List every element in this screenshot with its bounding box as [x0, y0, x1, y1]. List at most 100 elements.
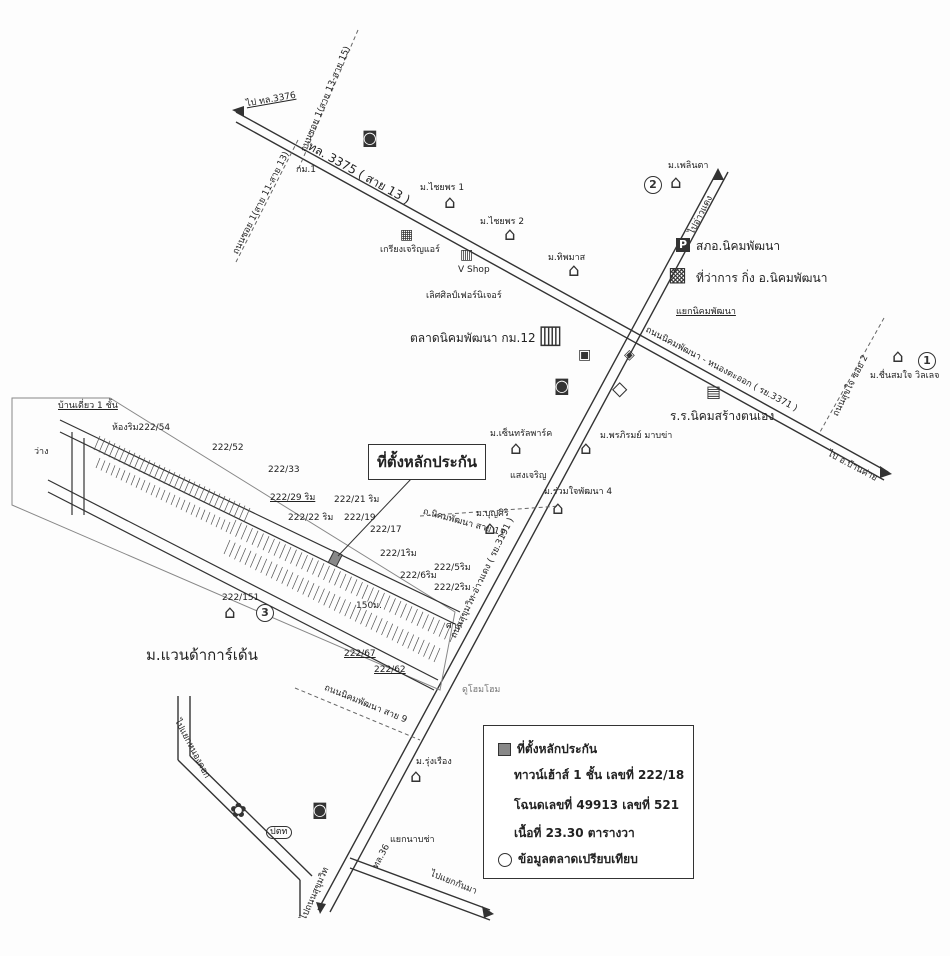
townhouse-unit-line	[360, 610, 367, 625]
townhouse-unit-line	[334, 571, 341, 586]
townhouse-unit-line	[133, 455, 141, 470]
townhouse-unit-line	[375, 618, 383, 633]
house-icon: ⌂	[410, 766, 422, 787]
townhouse-unit-line	[301, 554, 308, 570]
townhouse-unit-line	[378, 592, 385, 608]
townhouse-unit-line	[115, 467, 121, 478]
townhouse-unit-line	[328, 593, 336, 609]
school-icon: ▤	[706, 382, 722, 401]
townhouse-unit-line	[422, 614, 429, 629]
townhouse-unit-line	[113, 445, 121, 460]
shop-building-icon: ▦	[400, 227, 414, 243]
townhouse-unit-line	[444, 625, 451, 640]
townhouse-unit-line	[312, 585, 320, 601]
townhouse-unit-line	[281, 569, 289, 584]
townhouse-unit-line	[276, 566, 283, 582]
townhouse-unit-line	[449, 627, 457, 643]
townhouse-unit-line	[208, 491, 216, 506]
townhouse-unit-line	[138, 457, 146, 472]
townhouse-unit-line	[153, 464, 161, 479]
legend-area: เนื้อที่ 23.30 ตารางวา	[514, 826, 635, 840]
ptt-station-icon: ◙	[554, 376, 570, 395]
townhouse-unit-line	[223, 498, 231, 513]
townhouse-unit-line	[286, 572, 294, 587]
plot-22: 222/22 ริม	[288, 513, 334, 523]
place-m-garden: ม.แวนด้าการ์เด้น	[146, 646, 258, 664]
townhouse-unit-line	[328, 568, 336, 583]
townhouse-unit-line	[317, 563, 325, 578]
townhouse-unit-line	[120, 470, 126, 481]
house-icon: ⌂	[670, 172, 682, 193]
townhouse-unit-line	[200, 509, 206, 520]
shrine-icon: ◈	[624, 347, 635, 363]
townhouse-unit-line	[155, 487, 161, 498]
house-icon: ⌂	[568, 260, 580, 281]
townhouse-unit-line	[210, 514, 216, 525]
townhouse-unit-line	[273, 541, 281, 556]
townhouse-unit-line	[339, 599, 346, 614]
townhouse-unit-line	[361, 584, 369, 599]
place-esso: ปตท	[266, 826, 292, 839]
townhouse-unit-line	[367, 587, 374, 602]
callout-pointer	[337, 477, 413, 557]
townhouse-unit-line	[307, 583, 315, 598]
townhouse-unit-line	[428, 645, 436, 660]
arrow-north	[712, 168, 724, 180]
townhouse-unit-line	[260, 558, 268, 574]
townhouse-unit-line	[188, 481, 196, 496]
townhouse-unit-line	[246, 527, 253, 543]
townhouse-unit-line	[229, 519, 237, 535]
government-office-icon: ▩	[668, 262, 687, 286]
townhouse-unit-line	[365, 612, 373, 628]
plot-62: 222/62	[374, 665, 406, 675]
townhouse-unit-line	[223, 539, 231, 555]
temple-icon: ◇	[612, 376, 628, 400]
townhouse-unit-line	[135, 477, 141, 488]
townhouse-unit-line	[381, 620, 388, 636]
plot-17: 222/17	[370, 525, 402, 535]
townhouse-unit-line	[198, 486, 206, 501]
house-icon: ⌂	[224, 602, 236, 623]
place-m-ruamjai4: ม.ร่วมใจพัฒนา 4	[544, 487, 613, 497]
plot-21: 222/21 ริม	[334, 495, 380, 505]
townhouse-unit-line	[270, 564, 278, 579]
plot-19: 222/19	[344, 513, 376, 523]
townhouse-unit-line	[251, 530, 259, 545]
plot-54: ห้องริม222/54	[112, 423, 171, 433]
townhouse-unit-line	[205, 512, 211, 523]
townhouse-unit-line	[402, 631, 409, 646]
townhouse-unit-line	[427, 617, 435, 632]
house-icon: ⌂	[892, 346, 904, 367]
townhouse-unit-line	[291, 574, 299, 590]
townhouse-unit-line	[234, 545, 241, 560]
legend-deed: โฉนดเลขที่ 49913 เลขที่ 521	[514, 798, 680, 812]
plot-33: 222/33	[268, 465, 300, 475]
townhouse-unit-line	[110, 465, 116, 476]
road-3191	[317, 169, 719, 911]
place-m-prapirom: ม.พรภิรมย์ มาบข่า	[600, 431, 673, 441]
place-school: ร.ร.นิคมสร้างตนเอง	[670, 409, 775, 423]
townhouse-unit-line	[213, 493, 221, 508]
legend-site-row: ที่ตั้งหลักประกัน	[498, 740, 597, 759]
townhouse-unit-line	[349, 604, 357, 619]
house-icon: ⌂	[552, 498, 564, 519]
plot-52: 222/52	[212, 443, 244, 453]
townhouse-unit-line	[140, 480, 146, 491]
plot-29: 222/29 ริม	[270, 493, 316, 503]
road-nikom-line9	[294, 687, 421, 741]
townhouse-unit-line	[128, 452, 136, 467]
plot-151: 222/151	[222, 593, 260, 603]
townhouse-unit-line	[215, 516, 221, 528]
road-nikom-soi11	[419, 505, 561, 517]
townhouse-unit-line	[255, 556, 262, 571]
label-km1: กม.1	[296, 165, 316, 175]
townhouse-unit-line	[240, 525, 248, 540]
townhouse-unit-line	[203, 488, 211, 503]
legend-compare-row: ข้อมูลตลาดเปรียบเทียบ	[498, 850, 638, 869]
townhouse-unit-line	[93, 435, 101, 451]
road-3375	[235, 111, 889, 473]
ptt-station-icon: ◙	[312, 800, 328, 819]
townhouse-unit-line	[178, 476, 186, 491]
